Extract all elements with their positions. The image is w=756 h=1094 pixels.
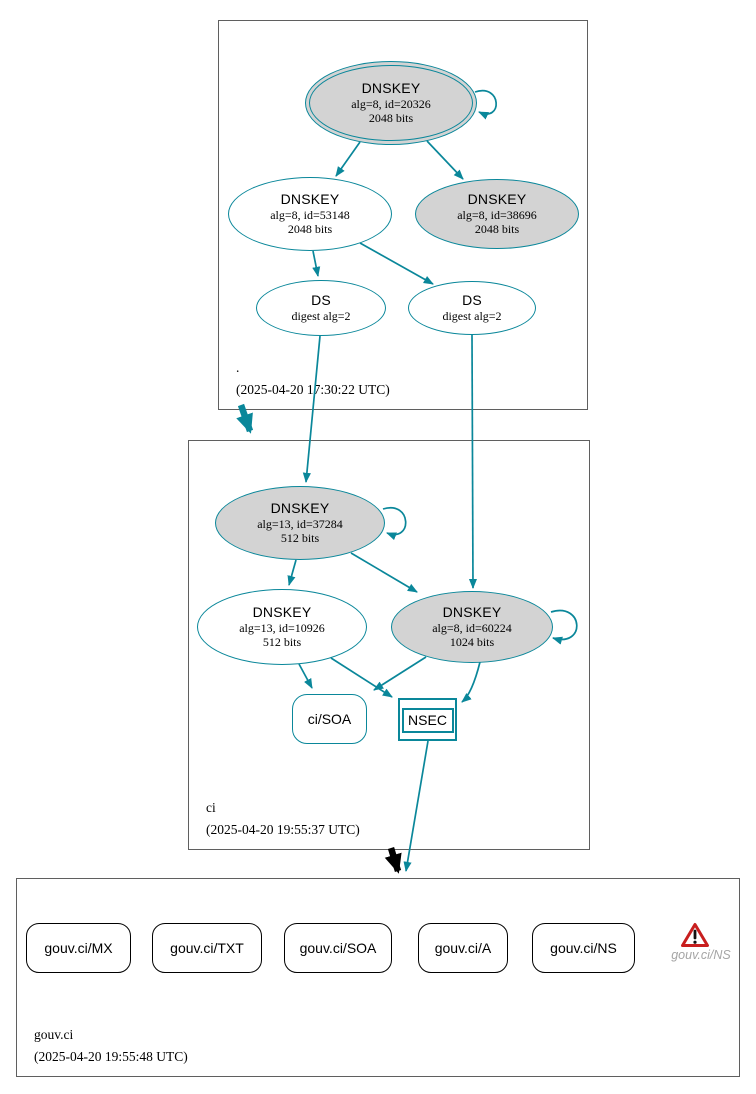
node-rrset-gouv-ci-a[interactable]: gouv.ci/A: [418, 923, 508, 973]
warning-rrset-label: gouv.ci/NS: [671, 948, 731, 962]
dnskey-title: DNSKEY: [442, 604, 502, 620]
zone-box-root: . (2025-04-20 17:30:22 UTC): [218, 20, 588, 410]
delegation-arrow-ci-to-gouv-insecure: [384, 847, 402, 874]
dnskey-alg-id: alg=13, id=37284: [257, 516, 343, 531]
dnskey-bits: 2048 bits: [368, 110, 414, 125]
dnskey-alg-id: alg=8, id=60224: [432, 620, 512, 635]
edge-root-ksk-signs-zsk: [335, 141, 361, 177]
edge-root-ksk-self-sign: [474, 89, 497, 120]
node-rrset-gouv-ci-txt[interactable]: gouv.ci/TXT: [152, 923, 262, 973]
edge-ds1-to-ci-ksk: [302, 335, 321, 484]
edge-root-zsk-to-ds2: [359, 242, 434, 285]
dnskey-bits: 512 bits: [262, 634, 302, 649]
ds-title: DS: [311, 292, 331, 309]
dnskey-title: DNSKEY: [280, 191, 340, 207]
edge-ds2-to-ci-key60224: [468, 334, 478, 590]
zone-timestamp-root: (2025-04-20 17:30:22 UTC): [236, 382, 390, 397]
node-rrset-gouv-ci-soa[interactable]: gouv.ci/SOA: [284, 923, 392, 973]
edge-ci-ksk-signs-zsk: [287, 559, 297, 586]
node-dnskey-ci-zsk-10926[interactable]: DNSKEY alg=13, id=10926 512 bits: [197, 589, 367, 665]
zone-box-gouv-ci: gouv.ci (2025-04-20 19:55:48 UTC): [16, 878, 740, 1077]
dnskey-title: DNSKEY: [252, 604, 312, 620]
edge-ci-ksk-signs-key60224: [350, 552, 418, 593]
dnskey-title: DNSKEY: [361, 80, 421, 96]
node-dnskey-ci-ksk-37284[interactable]: DNSKEY alg=13, id=37284 512 bits: [215, 486, 385, 560]
zone-label-root: .: [236, 360, 240, 375]
dnskey-bits: 2048 bits: [474, 221, 520, 236]
edge-root-zsk-to-ds1: [312, 250, 321, 278]
dnskey-alg-id: alg=8, id=53148: [270, 207, 350, 222]
dnskey-alg-id: alg=8, id=20326: [351, 96, 431, 111]
node-dnskey-root-zsk-53148[interactable]: DNSKEY alg=8, id=53148 2048 bits: [228, 177, 392, 251]
edge-ci-key60224-signs-nsec: [461, 661, 481, 703]
ds-digest: digest alg=2: [291, 308, 351, 323]
dnskey-alg-id: alg=13, id=10926: [239, 620, 325, 635]
warning-triangle-icon[interactable]: [680, 921, 710, 949]
rrset-label: gouv.ci/TXT: [170, 940, 244, 956]
dnskey-title: DNSKEY: [467, 191, 527, 207]
node-dnskey-ci-60224[interactable]: DNSKEY alg=8, id=60224 1024 bits: [391, 591, 553, 663]
node-ds-ci-2[interactable]: DS digest alg=2: [408, 281, 536, 335]
node-nsec[interactable]: NSEC: [398, 698, 457, 741]
dnskey-bits: 512 bits: [280, 530, 320, 545]
delegation-arrow-root-to-ci-secure: [236, 403, 254, 434]
zone-timestamp-gouv-ci: (2025-04-20 19:55:48 UTC): [34, 1049, 188, 1064]
edge-ci-ksk-self-sign: [382, 506, 407, 541]
zone-label-gouv-ci: gouv.ci: [34, 1027, 74, 1042]
edge-root-ksk-signs-key38696: [426, 140, 464, 180]
edge-nsec-to-gouv-ci: [403, 740, 429, 873]
edge-ci-key60224-self-sign: [550, 609, 578, 645]
nsec-label: NSEC: [401, 707, 454, 733]
dnskey-alg-id: alg=8, id=38696: [457, 207, 537, 222]
ds-title: DS: [462, 292, 482, 309]
edge-ci-key60224-signs-soa: [373, 656, 427, 691]
node-rrset-ci-soa[interactable]: ci/SOA: [292, 694, 367, 744]
rrset-label: ci/SOA: [307, 711, 352, 727]
edge-ci-zsk-signs-nsec: [330, 657, 393, 698]
node-dnskey-root-ksk-20326[interactable]: DNSKEY alg=8, id=20326 2048 bits: [305, 61, 477, 145]
dnskey-bits: 1024 bits: [449, 634, 495, 649]
rrset-label: gouv.ci/NS: [550, 940, 617, 956]
dnskey-title: DNSKEY: [270, 500, 330, 516]
dnskey-bits: 2048 bits: [287, 221, 333, 236]
zone-label-ci: ci: [206, 800, 216, 815]
zone-timestamp-ci: (2025-04-20 19:55:37 UTC): [206, 822, 360, 837]
node-ds-ci-1[interactable]: DS digest alg=2: [256, 280, 386, 336]
ds-digest: digest alg=2: [442, 308, 502, 323]
rrset-label: gouv.ci/SOA: [299, 940, 377, 956]
edge-ci-zsk-signs-soa: [298, 663, 313, 689]
node-rrset-gouv-ci-mx[interactable]: gouv.ci/MX: [26, 923, 131, 973]
rrset-label: gouv.ci/MX: [44, 940, 113, 956]
node-dnskey-root-38696[interactable]: DNSKEY alg=8, id=38696 2048 bits: [415, 179, 579, 249]
rrset-label: gouv.ci/A: [434, 940, 492, 956]
node-rrset-gouv-ci-ns[interactable]: gouv.ci/NS: [532, 923, 635, 973]
